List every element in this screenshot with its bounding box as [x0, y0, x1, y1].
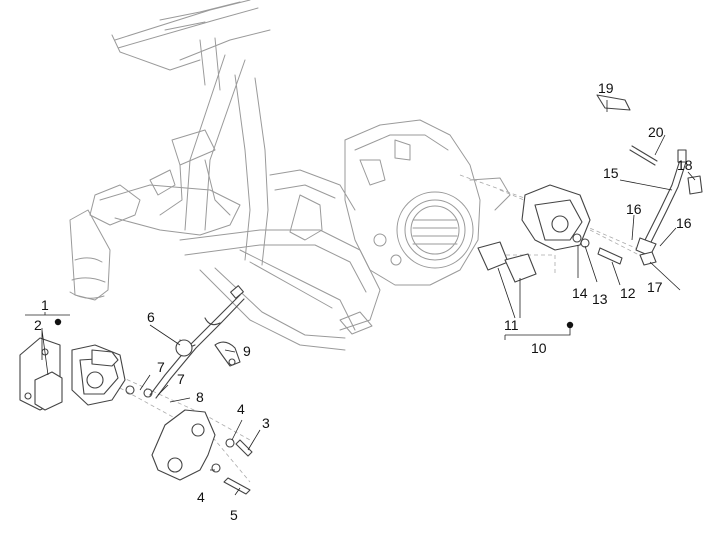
scooter-frame: [69, 0, 381, 351]
callout-7: 7: [177, 371, 185, 387]
front-caliper: [19, 337, 153, 411]
callout-10: 10: [531, 340, 547, 356]
caliper-bracket: [151, 409, 253, 495]
callout-7: 7: [157, 359, 165, 375]
callout-5: 5: [230, 507, 238, 523]
rear-brake-hose: [596, 94, 703, 266]
callout-15: 15: [603, 165, 619, 181]
callout-2: 2: [34, 317, 42, 333]
callout-6: 6: [147, 309, 155, 325]
callout-18: 18: [677, 157, 693, 173]
callout-11: 11: [504, 317, 519, 333]
hose-clip: [214, 341, 241, 367]
callout-3: 3: [262, 415, 270, 431]
callout-14: 14: [572, 285, 588, 301]
leader-lines: [25, 100, 696, 496]
assembly-dot-front: [54, 318, 62, 326]
callout-9: 9: [243, 343, 251, 359]
callout-8: 8: [196, 389, 204, 405]
assembly-dot-rear: [566, 321, 574, 329]
callout-16: 16: [626, 201, 642, 217]
callout-1: 1: [41, 297, 49, 313]
callout-4: 4: [197, 489, 205, 505]
engine-block: [344, 119, 511, 286]
callout-4: 4: [237, 401, 245, 417]
callout-20: 20: [648, 124, 664, 140]
callout-17: 17: [647, 279, 663, 295]
callout-12: 12: [620, 285, 636, 301]
callout-13: 13: [592, 291, 608, 307]
rear-caliper: [477, 184, 623, 283]
callouts: 1 2 3 4 4 5 6 7 7 8 9 10 11 12 13 14 15 …: [34, 80, 693, 523]
callout-19: 19: [598, 80, 614, 96]
callout-16: 16: [676, 215, 692, 231]
front-brake-hose: [149, 285, 245, 399]
